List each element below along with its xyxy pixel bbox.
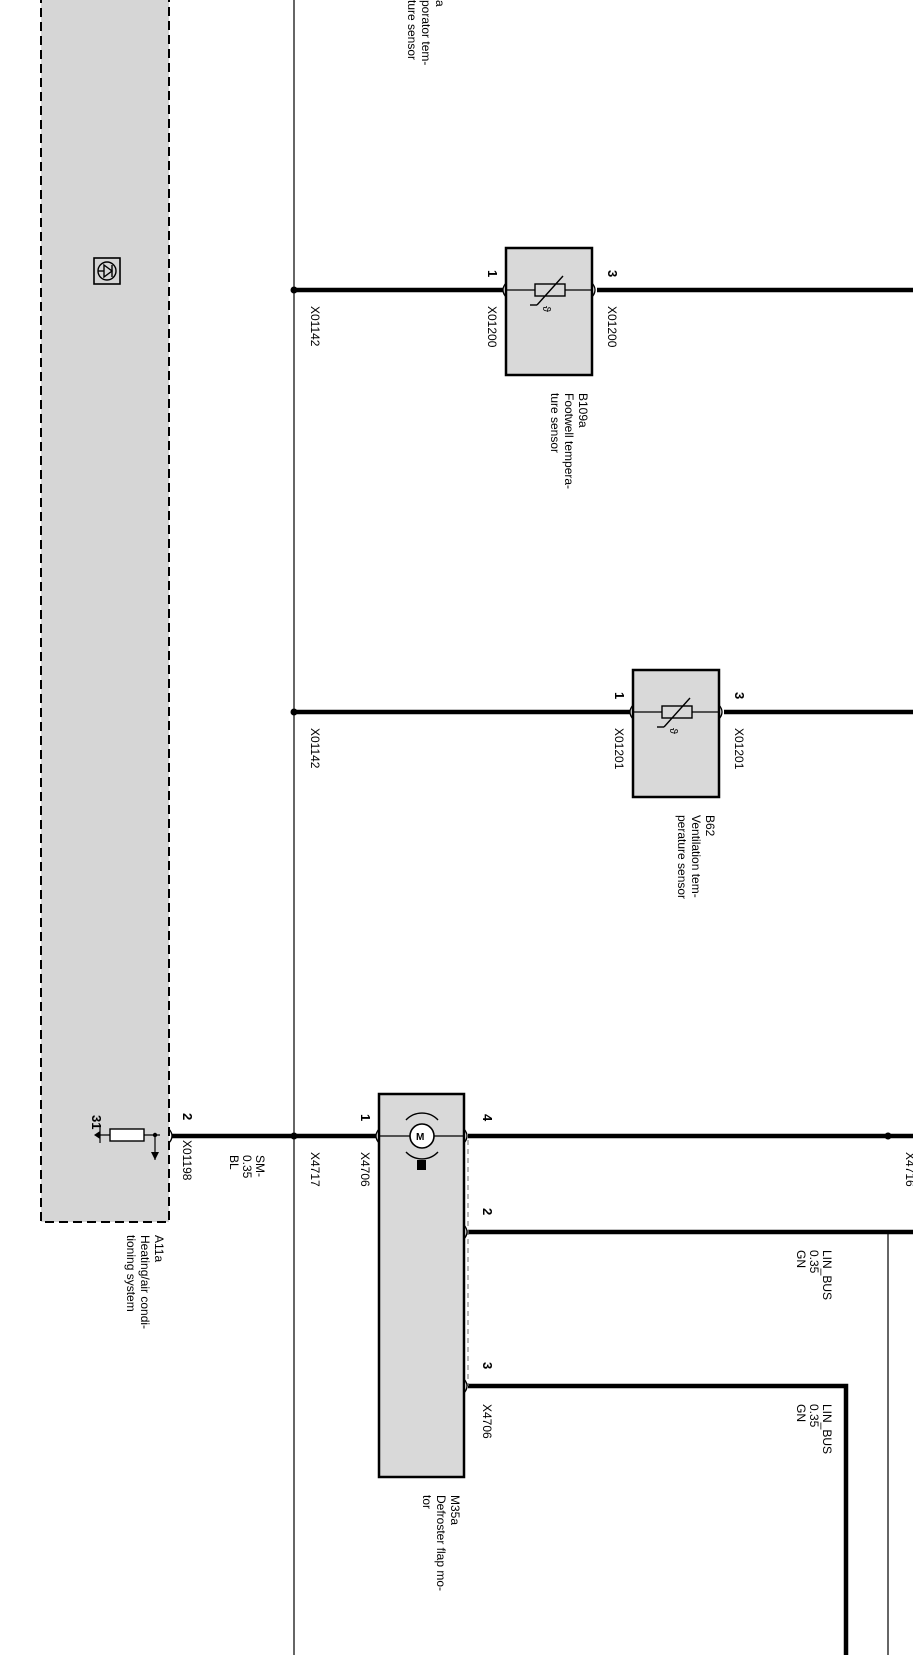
thermistor-icon: ϑ xyxy=(657,697,693,734)
splice-top-label: X01142 xyxy=(308,306,322,347)
splice-right-label: X4716 xyxy=(903,1152,913,1187)
footwell-name-1: Footwell tempera- xyxy=(562,393,576,489)
svg-text:M: M xyxy=(416,1132,424,1143)
flap-motor-box xyxy=(377,1092,466,1479)
svg-text:SM-: SM- xyxy=(253,1155,267,1177)
splice-top-dot xyxy=(290,286,298,294)
svg-text:0.35: 0.35 xyxy=(807,1404,821,1428)
ventilation-sensor-box xyxy=(631,668,721,799)
svg-text:BL: BL xyxy=(227,1155,241,1170)
motor-icon: M xyxy=(405,1112,439,1170)
control-unit-connector: X01198 xyxy=(180,1140,194,1181)
splice-right-dot xyxy=(884,1132,892,1140)
ventilation-id: B62 xyxy=(703,815,717,837)
splice-middle-label: X01142 xyxy=(308,728,322,769)
control-unit-pin: 2 xyxy=(180,1113,195,1120)
motor-pin-1: 1 xyxy=(358,1114,373,1121)
splice-bottom-label: X4717 xyxy=(308,1152,322,1187)
ground-wire-label: SM- 0.35 BL xyxy=(227,1155,267,1179)
evaporator-name-2: porator tem- xyxy=(419,0,433,65)
footwell-name-2: ture sensor xyxy=(548,393,562,453)
svg-text:0.35: 0.35 xyxy=(807,1250,821,1274)
ventilation-connector-right: X01201 xyxy=(732,728,746,770)
footwell-connector-right: X01200 xyxy=(605,306,619,348)
motor-id: M35a xyxy=(448,1495,462,1525)
control-unit-name-1: Heating/air condi- xyxy=(138,1235,152,1329)
ventilation-pin-1: 1 xyxy=(612,692,627,699)
motor-pin-4: 4 xyxy=(480,1114,495,1122)
lin-bus-b-label: LIN_BUS 0.35 GN xyxy=(794,1404,834,1454)
splice-middle-dot xyxy=(290,708,298,716)
ecu-ground-icon xyxy=(93,257,121,285)
ventilation-pin-3: 3 xyxy=(732,692,747,699)
lin-bus-b-wire xyxy=(468,1383,849,1655)
ground-pin-label: 31 xyxy=(89,1115,104,1129)
svg-text:LIN_BUS: LIN_BUS xyxy=(820,1404,834,1454)
footwell-id: B109a xyxy=(576,393,590,428)
footwell-sensor-b109a: ϑ 1 3 X01200 X01200 B109a Footwell tempe… xyxy=(485,246,620,489)
splice-bottom-dot xyxy=(290,1132,298,1140)
control-unit-box xyxy=(40,0,170,1223)
footwell-pin-1: 1 xyxy=(485,270,500,277)
control-unit-a11a: 31 2 X01198 A11a Heating/air condi- tion… xyxy=(40,0,195,1329)
evaporator-name-1: a xyxy=(433,0,447,7)
svg-text:GN: GN xyxy=(794,1250,808,1268)
footwell-connector-left: X01200 xyxy=(485,306,499,348)
connector-marks xyxy=(168,282,723,1394)
footwell-sensor-box xyxy=(504,246,594,377)
evaporator-sensor-labels: a porator tem- ture sensor xyxy=(405,0,447,65)
motor-pin-2: 2 xyxy=(480,1208,495,1215)
flap-motor-m35a: M 1 4 2 3 X4706 X4706 M35a Defroster fla… xyxy=(358,1092,495,1591)
ventilation-sensor-b62: ϑ 1 3 X01201 X01201 B62 Ventilation tem-… xyxy=(612,668,747,899)
lin-bus-a-label: LIN_BUS 0.35 GN xyxy=(794,1250,834,1300)
thermistor-icon: ϑ xyxy=(530,275,566,312)
control-unit-id: A11a xyxy=(152,1235,166,1262)
ventilation-connector-left: X01201 xyxy=(612,728,626,770)
motor-connector-bottom: X4706 xyxy=(480,1404,494,1439)
motor-pin-3: 3 xyxy=(480,1362,495,1369)
svg-text:ϑ: ϑ xyxy=(540,306,552,312)
footwell-pin-3: 3 xyxy=(605,270,620,277)
motor-name-2: tor xyxy=(420,1495,434,1509)
svg-text:ϑ: ϑ xyxy=(667,728,679,734)
svg-text:GN: GN xyxy=(794,1404,808,1422)
svg-text:LIN_BUS: LIN_BUS xyxy=(820,1250,834,1300)
ventilation-name-2: perature sensor xyxy=(675,815,689,899)
svg-text:0.35: 0.35 xyxy=(240,1155,254,1179)
control-unit-name-2: tioning system xyxy=(124,1235,138,1312)
evaporator-name-3: ture sensor xyxy=(405,0,419,60)
ventilation-name-1: Ventilation tem- xyxy=(689,815,703,898)
motor-name-1: Defroster flap mo- xyxy=(434,1495,448,1591)
internal-resistor-icon xyxy=(94,1127,160,1160)
motor-connector-left: X4706 xyxy=(358,1152,372,1187)
